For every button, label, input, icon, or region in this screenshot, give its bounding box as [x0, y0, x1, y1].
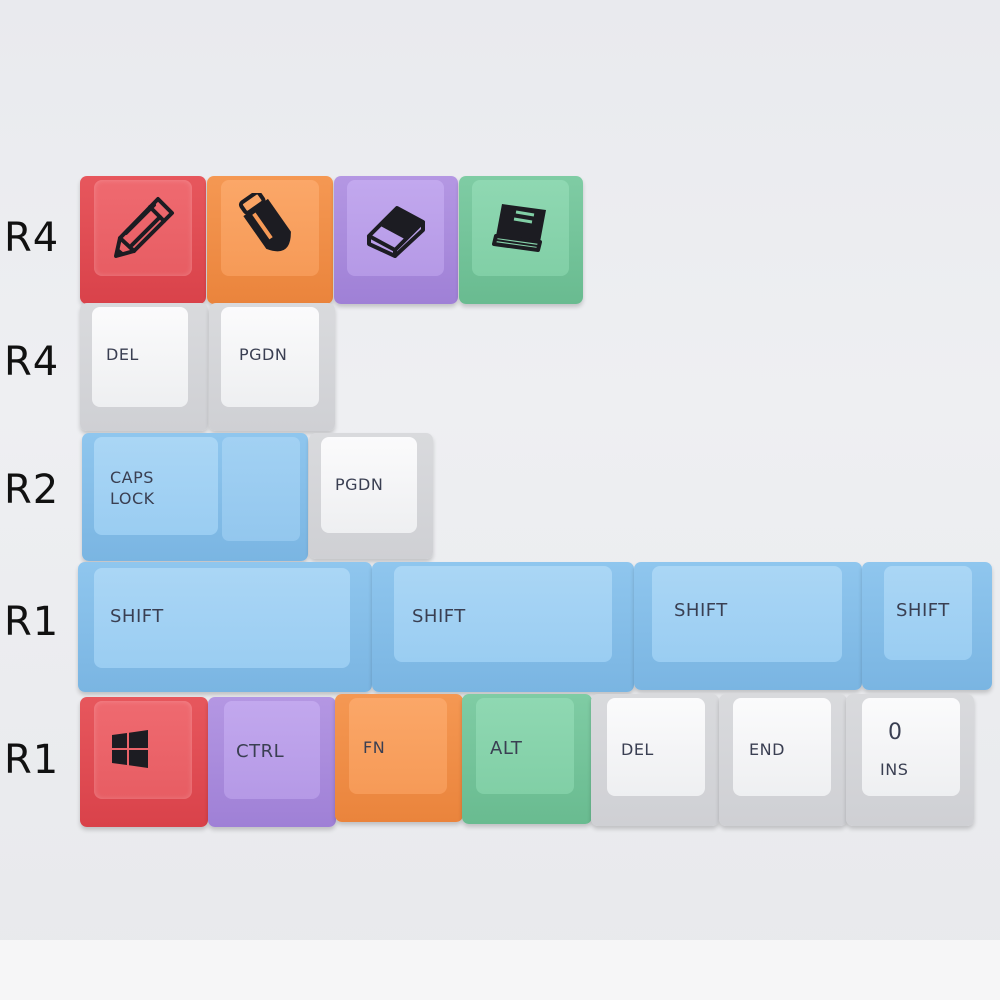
zero-ins-keycap[interactable]: 0 INS	[846, 694, 974, 826]
eraser-keycap[interactable]	[334, 176, 458, 304]
pencil-keycap[interactable]	[80, 176, 206, 304]
pgdn-keycap-r4[interactable]: PGDN	[209, 303, 335, 431]
fn-keycap[interactable]: FN	[335, 694, 463, 822]
ins-legend: INS	[880, 760, 909, 779]
pgdn-legend: PGDN	[239, 345, 288, 364]
ctrl-keycap[interactable]: CTRL	[208, 697, 336, 827]
shift-keycap-2[interactable]: SHIFT	[372, 562, 634, 692]
alt-legend: ALT	[490, 738, 523, 759]
windows-icon	[112, 730, 148, 768]
del-keycap-r4[interactable]: DEL	[80, 303, 208, 431]
shift-keycap-4[interactable]: SHIFT	[862, 562, 992, 690]
shift-legend-3: SHIFT	[674, 600, 728, 621]
row-label-r1-bottom: R1	[4, 737, 60, 783]
eraser-icon	[366, 206, 425, 258]
row-label-r1-shift: R1	[4, 599, 60, 645]
end-keycap[interactable]: END	[719, 694, 847, 826]
book-keycap[interactable]	[459, 176, 583, 304]
surface-edge	[0, 940, 1000, 1000]
alt-keycap[interactable]: ALT	[462, 694, 592, 824]
row-label-r2: R2	[4, 467, 60, 513]
row-label-r4-second: R4	[4, 339, 60, 385]
marker-keycap[interactable]	[207, 176, 333, 304]
pencil-icon	[114, 197, 174, 258]
shift-legend-4: SHIFT	[896, 600, 950, 621]
zero-legend: 0	[888, 720, 903, 745]
caps-lock-stem-section	[222, 437, 300, 541]
windows-keycap[interactable]	[80, 697, 208, 827]
shift-legend-1: SHIFT	[110, 606, 164, 627]
del-legend-r1: DEL	[621, 740, 654, 759]
shift-keycap-3[interactable]: SHIFT	[634, 562, 862, 690]
pgdn-legend-r2: PGDN	[335, 475, 384, 494]
end-legend: END	[749, 740, 785, 759]
shift-keycap-1[interactable]: SHIFT	[78, 562, 372, 692]
row-label-r4-top: R4	[4, 215, 60, 261]
caps-lock-legend: CAPS LOCK	[110, 468, 155, 508]
marker-icon	[238, 193, 291, 252]
ctrl-legend: CTRL	[236, 741, 285, 762]
fn-legend: FN	[363, 738, 386, 757]
del-keycap-r1[interactable]: DEL	[591, 694, 719, 826]
shift-legend-2: SHIFT	[412, 606, 466, 627]
del-legend: DEL	[106, 345, 139, 364]
book-icon	[491, 204, 546, 252]
pgdn-keycap-r2[interactable]: PGDN	[309, 433, 433, 559]
caps-lock-keycap[interactable]: CAPS LOCK	[82, 433, 308, 561]
